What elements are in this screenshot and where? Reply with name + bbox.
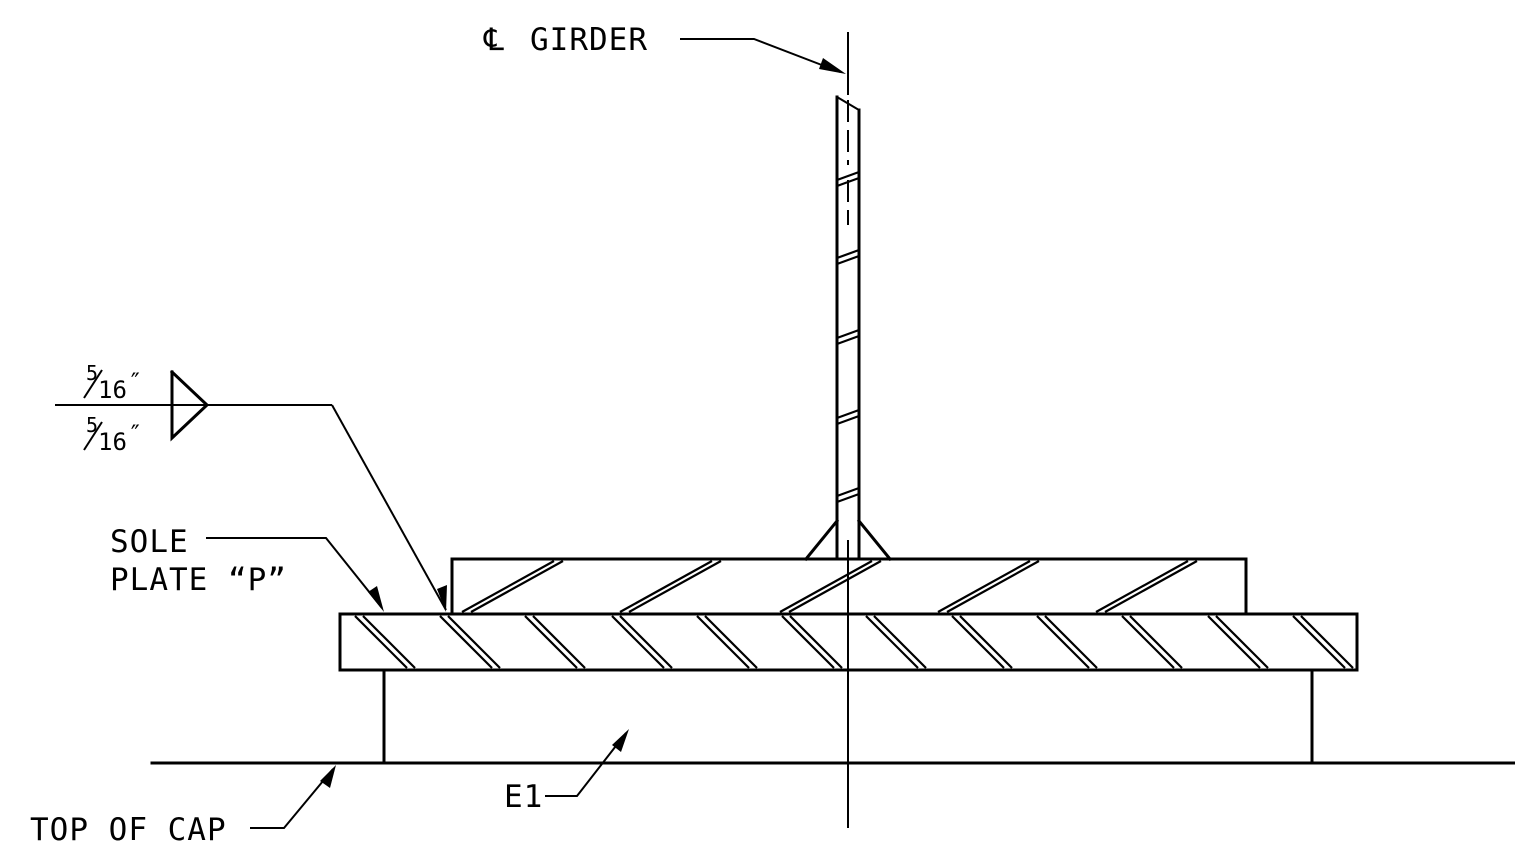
sole-plate-leader-arrowhead [368,586,384,612]
hatch-line [1121,615,1175,669]
hatch-line [619,615,673,669]
hatch-line [1044,615,1098,669]
girder-web [803,95,893,562]
e1-leader-arrowhead [612,729,629,752]
weld-leader [331,404,447,611]
hatch-line [611,615,665,669]
hatch-line [946,560,1040,613]
sole-plate-label-line2: PLATE “P” [110,562,287,598]
sole-plate-label-line1: SOLE [110,524,189,560]
hatch-line [696,615,750,669]
hatch-line [873,615,927,669]
weld-size-other-unit: ″ [128,420,142,448]
hatch-line [532,615,586,669]
hatch-line [1207,615,1261,669]
hatch-line [439,615,493,669]
girder-label: GIRDER [530,22,648,58]
hatch-line [619,560,713,613]
girder-leader-arrowhead [819,58,846,74]
fillet-weld-arrow-side-icon [169,369,210,442]
hatch-line [1292,615,1346,669]
weld-size-arrow-numerator: 5 [86,361,98,385]
hatch-line [836,254,860,266]
hatch-line [937,560,1031,613]
hatch-line [836,492,860,504]
hatch-line [836,486,860,498]
sole-plate-leader [206,537,383,609]
top-of-cap-leader [250,768,334,829]
hatch-line [470,560,564,613]
hatch-line [1129,615,1183,669]
hatch-line [836,248,860,260]
hatch-line [789,615,843,669]
cl-symbol: ℄ [483,22,505,58]
girder-leader [680,38,841,73]
hatch-line [836,328,860,340]
hatch-line [836,408,860,420]
hatch-line [447,615,501,669]
hatch-line [354,615,408,669]
hatch-line [628,560,722,613]
hatch-line [951,615,1005,669]
hatch-line [1036,615,1090,669]
hatch-line [836,334,860,346]
elastomeric-bearing-e1 [382,668,1314,765]
hatch-line [836,170,860,182]
hatch-line [1095,560,1189,613]
hatch-line [704,615,758,669]
hatch-line [959,615,1013,669]
e1-label: E1 [504,779,543,815]
e1-leader [545,732,627,797]
hatch-line [781,615,835,669]
hatch-line [461,560,555,613]
hatch-line [1104,560,1198,613]
weld-size-other-numerator: 5 [86,413,98,437]
weld-leader-arrowhead [437,585,447,612]
weld-size-arrow-unit: ″ [128,368,142,396]
weld-symbol: 5 16 ″ 5 16 ″ [55,361,447,612]
top-of-cap-label: TOP OF CAP [30,812,227,845]
hatch-line [1300,615,1354,669]
lower-plate [338,612,1359,672]
top-of-cap-leader-arrowhead [320,765,336,788]
hatch-line [865,615,919,669]
hatch-line [524,615,578,669]
hatch-line [1215,615,1269,669]
hatch-line [779,560,873,613]
hatch-line [836,414,860,426]
weld-size-arrow-denominator: 16 [98,376,127,404]
weld-size-other-denominator: 16 [98,428,127,456]
hatch-line [788,560,882,613]
hatch-line [362,615,416,669]
